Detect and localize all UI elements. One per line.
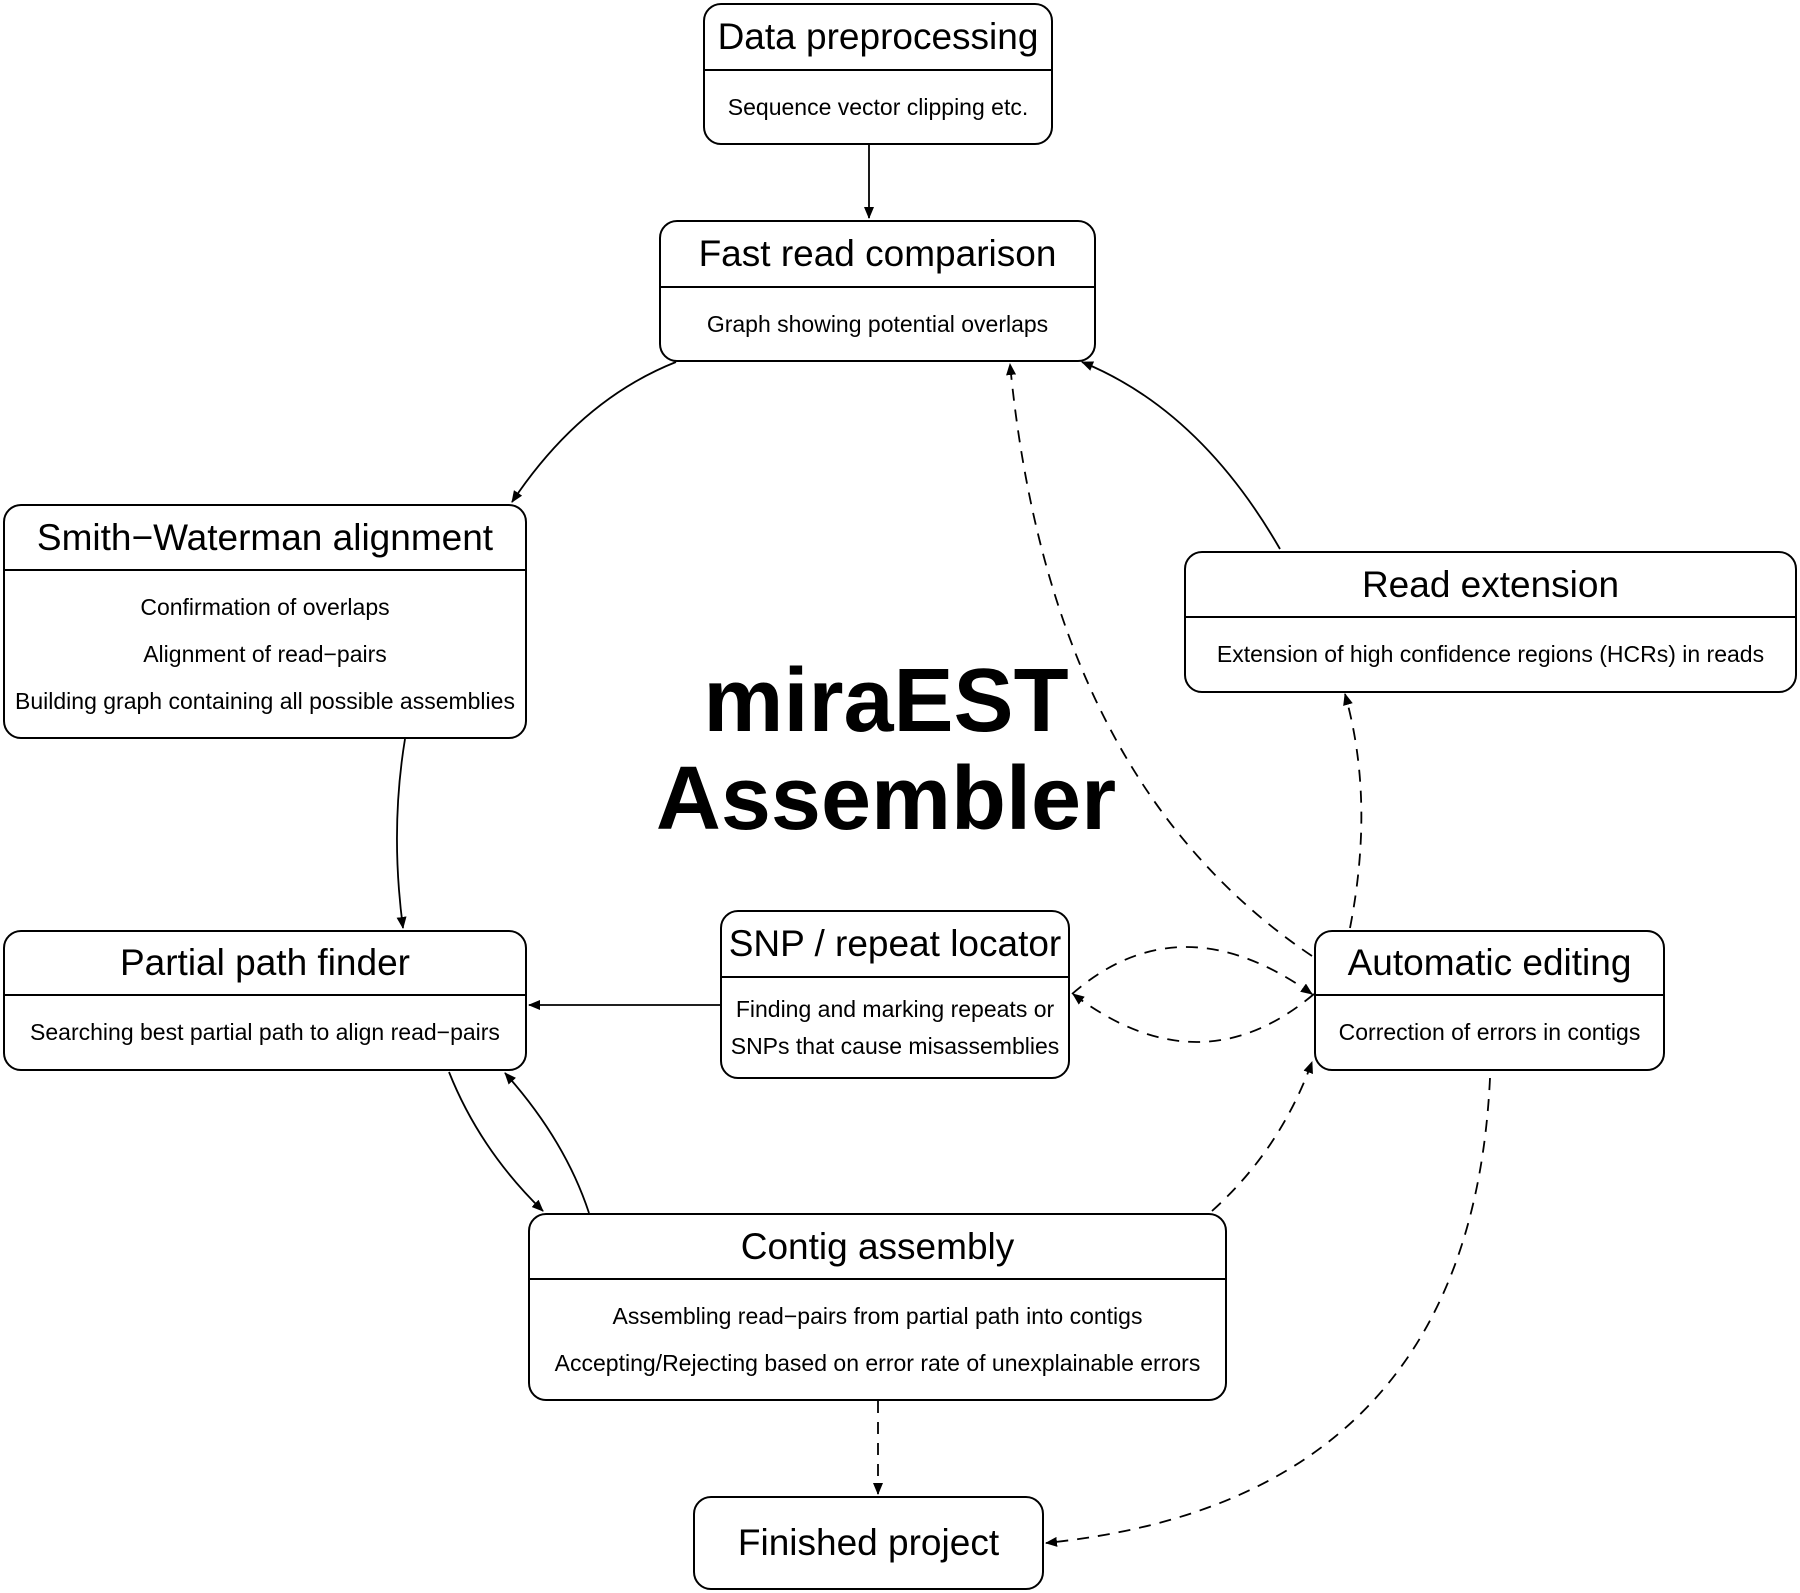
node-line: Searching best partial path to align rea… xyxy=(30,1019,500,1045)
node-line: Finding and marking repeats or xyxy=(735,995,1055,1022)
node-title: Contig assembly xyxy=(530,1215,1225,1280)
node-line: Graph showing potential overlaps xyxy=(706,310,1049,337)
diagram-title-line2: Assembler xyxy=(655,749,1117,849)
node-finished-project: Finished project xyxy=(693,1496,1044,1590)
node-line: Assembling read−pairs from partial path … xyxy=(612,1302,1143,1329)
node-line: Extension of high confidence regions (HC… xyxy=(1216,641,1765,667)
node-line: Accepting/Rejecting based on error rate … xyxy=(554,1349,1201,1376)
node-automatic-editing: Automatic editing Correction of errors i… xyxy=(1314,930,1665,1071)
edge-auto-edit-to-read-extension xyxy=(1343,693,1363,929)
node-title: Read extension xyxy=(1186,553,1795,618)
node-title: Automatic editing xyxy=(1316,932,1663,996)
node-title: Partial path finder xyxy=(5,932,525,996)
node-line: Sequence vector clipping etc. xyxy=(727,93,1029,120)
edge-snp-to-auto-edit xyxy=(1071,946,1313,995)
node-line: Building graph containing all possible a… xyxy=(15,687,515,714)
node-line: Alignment of read−pairs xyxy=(143,640,387,667)
node-smith-waterman: Smith−Waterman alignment Confirmation of… xyxy=(3,504,527,739)
node-line: SNPs that cause misassemblies xyxy=(730,1032,1060,1059)
edge-auto-edit-to-fast-read xyxy=(1006,363,1313,957)
node-title: Finished project xyxy=(737,1522,1000,1563)
node-line: Correction of errors in contigs xyxy=(1338,1019,1641,1045)
edge-smith-waterman-to-partial-path xyxy=(396,738,407,929)
node-title: Smith−Waterman alignment xyxy=(5,506,525,571)
node-title: Fast read comparison xyxy=(661,222,1094,288)
edge-partial-path-to-contig xyxy=(448,1071,544,1212)
edge-fast-read-to-smith-waterman xyxy=(511,361,677,503)
edge-auto-edit-to-finished xyxy=(1045,1077,1491,1547)
node-title: Data preprocessing xyxy=(705,5,1051,71)
edge-auto-edit-to-snp xyxy=(1072,993,1315,1043)
node-read-extension: Read extension Extension of high confide… xyxy=(1184,551,1797,693)
node-title: SNP / repeat locator xyxy=(722,912,1068,978)
diagram-title-line1: miraEST xyxy=(703,651,1069,751)
node-contig-assembly: Contig assembly Assembling read−pairs fr… xyxy=(528,1213,1227,1401)
edge-contig-to-auto-edit xyxy=(1211,1061,1313,1212)
node-fast-read-comparison: Fast read comparison Graph showing poten… xyxy=(659,220,1096,362)
node-snp-repeat-locator: SNP / repeat locator Finding and marking… xyxy=(720,910,1070,1079)
node-data-preprocessing: Data preprocessing Sequence vector clipp… xyxy=(703,3,1053,145)
edge-read-extension-to-fast-read xyxy=(1081,361,1281,550)
node-line: Confirmation of overlaps xyxy=(140,593,390,620)
node-partial-path-finder: Partial path finder Searching best parti… xyxy=(3,930,527,1071)
edge-contig-to-partial-path xyxy=(504,1072,590,1214)
